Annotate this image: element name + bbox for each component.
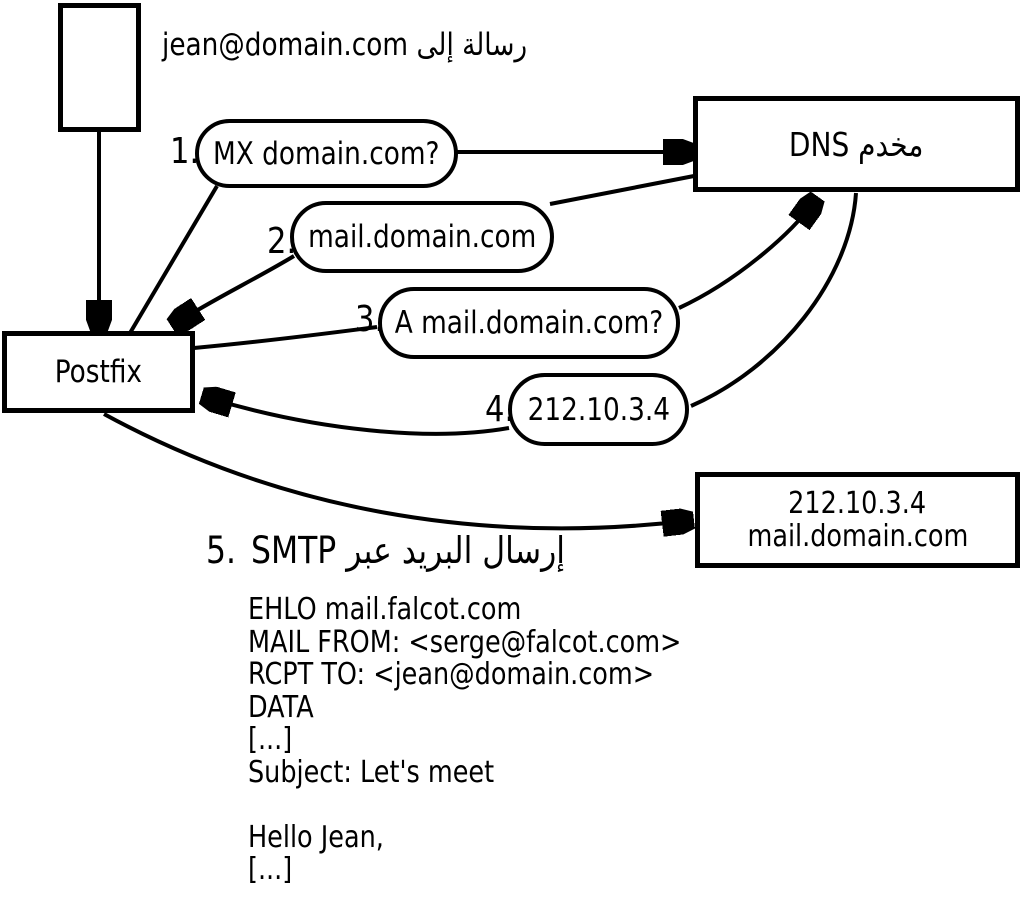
arrow-step4-to-postfix [209, 398, 510, 436]
step5-number: 5. [206, 529, 237, 572]
dns-server-box: مخدم DNS [693, 96, 1020, 192]
arrow-step3-to-dns [678, 203, 813, 310]
step3-label: A mail.domain.com? [394, 305, 664, 341]
line-postfix-to-step1 [128, 184, 219, 335]
step3-number: 3. [355, 299, 385, 340]
smtp-session-text: EHLO mail.falcot.com MAIL FROM: <serge@f… [248, 592, 682, 919]
step4-a-answer-pill: 212.10.3.4 [508, 373, 689, 446]
sender-box [58, 3, 141, 132]
step4-number: 4. [485, 389, 515, 430]
postfix-label: Postfix [54, 354, 143, 390]
step4-label: 212.10.3.4 [527, 391, 670, 428]
postfix-box: Postfix [2, 331, 195, 413]
dns-server-label: مخدم DNS [789, 124, 924, 164]
target-ip-label: 212.10.3.4 [788, 486, 927, 521]
step2-mx-answer-pill: mail.domain.com [290, 201, 554, 273]
step1-label: MX domain.com? [213, 135, 440, 172]
step1-mx-query-pill: MX domain.com? [195, 119, 458, 188]
target-host-label: mail.domain.com [747, 519, 968, 554]
step2-number: 2. [267, 221, 297, 262]
message-annotation: رسالة إلى jean@domain.com [162, 27, 528, 63]
line-dns-to-step2 [549, 174, 695, 206]
line-dns-to-step4 [690, 192, 858, 408]
arrow-smtp-to-target [103, 412, 686, 528]
target-mail-server-box: 212.10.3.4 mail.domain.com [695, 472, 1020, 568]
line-postfix-to-step3 [193, 325, 378, 350]
arrow-step2-to-postfix [178, 254, 296, 322]
step5-smtp-label: إرسال البريد عبر SMTP [251, 529, 566, 572]
step3-a-query-pill: A mail.domain.com? [378, 287, 680, 359]
step1-number: 1. [170, 131, 200, 172]
step2-label: mail.domain.com [307, 219, 537, 255]
